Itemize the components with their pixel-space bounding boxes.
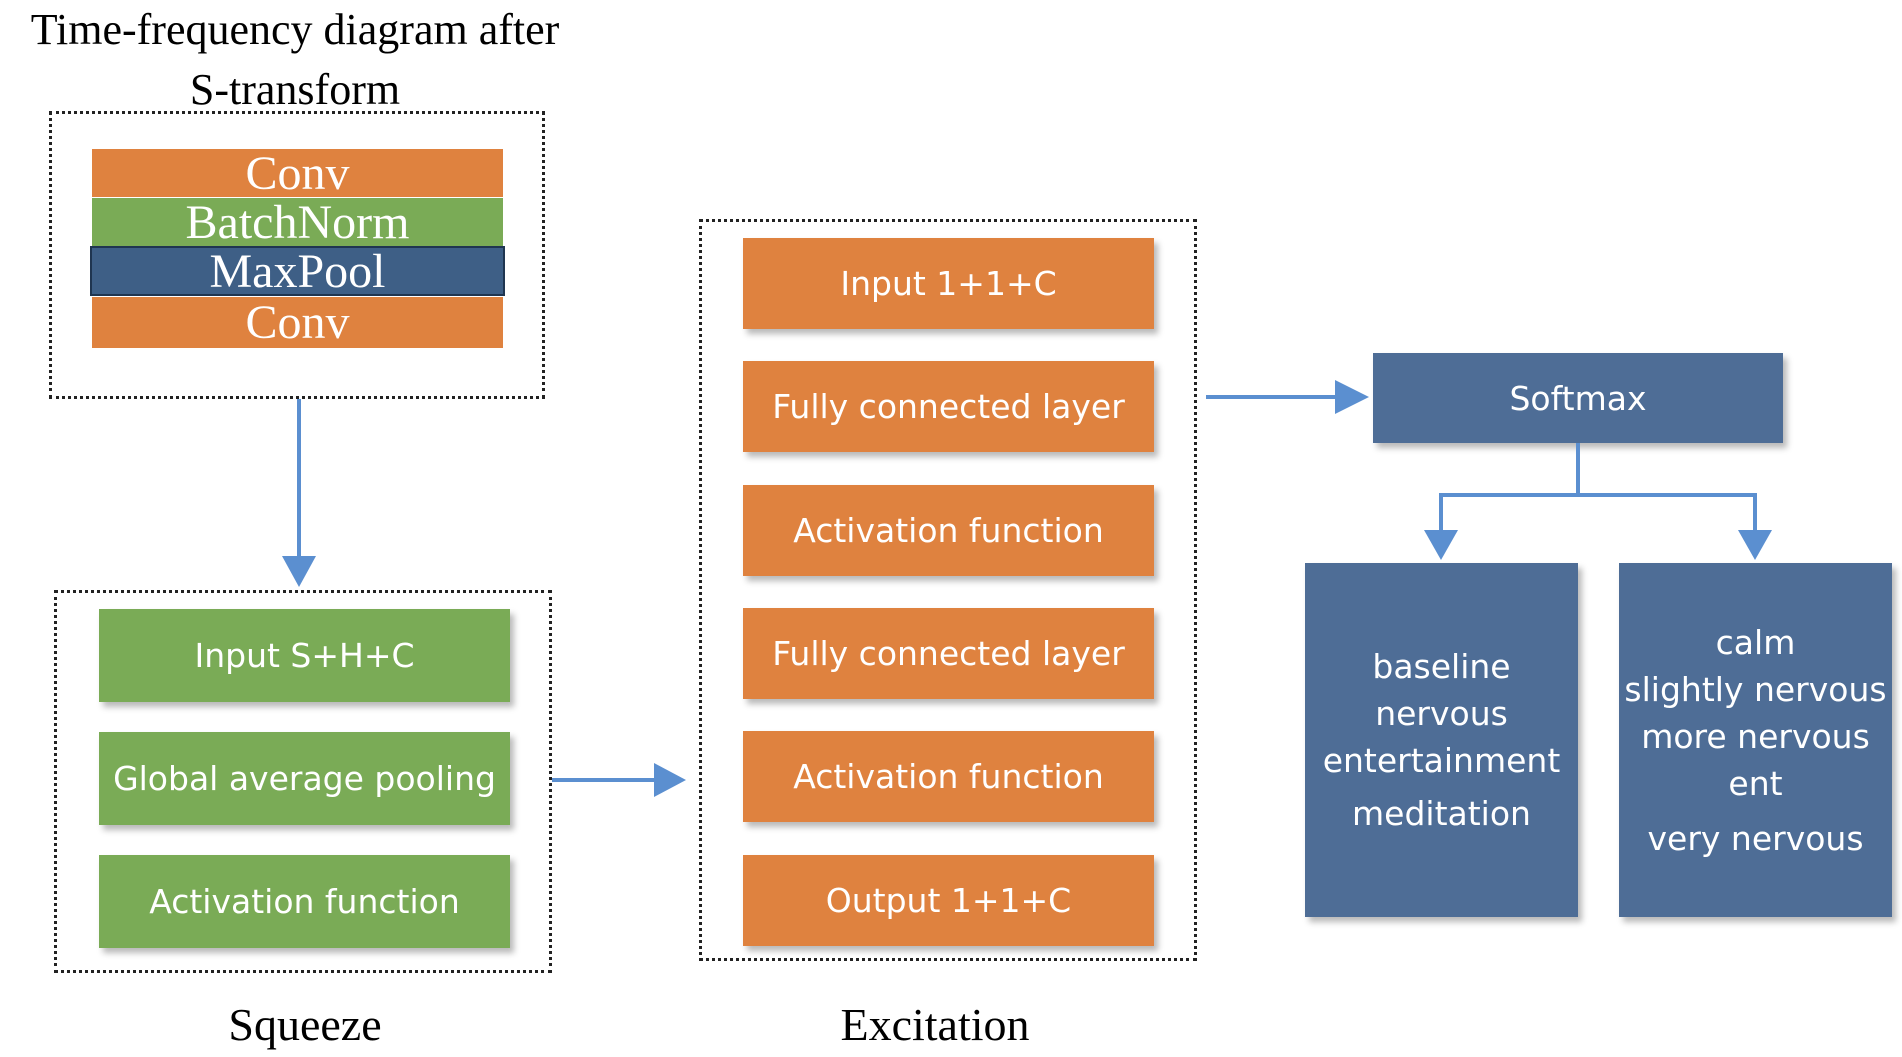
arrowhead-down-left-classes	[1424, 530, 1458, 560]
class-slightly-nervous: slightly nervous	[1624, 669, 1887, 709]
title-line-2: S-transform	[189, 65, 401, 114]
class-very-nervous: very nervous	[1647, 818, 1864, 858]
class-entertainment: entertainment	[1322, 741, 1561, 780]
conv-stack-group	[49, 111, 545, 399]
class-calm: calm	[1715, 622, 1796, 662]
maxpool-block: MaxPool	[90, 245, 505, 298]
class-nervous: nervous	[1375, 694, 1508, 733]
arrowhead-right-softmax	[1335, 380, 1369, 414]
batchnorm-block: BatchNorm	[92, 196, 503, 249]
softmax-block: Softmax	[1373, 353, 1783, 443]
excitation-activation-block-1: Activation function	[743, 485, 1154, 576]
arrowhead-right-excitation	[654, 763, 686, 797]
excitation-label: Excitation	[840, 999, 1030, 1050]
global-average-pooling-block: Global average pooling	[99, 732, 510, 825]
output-classes-left: baseline nervous entertainment meditatio…	[1305, 563, 1578, 917]
squeeze-input-block: Input S+H+C	[99, 609, 510, 702]
fully-connected-block-2: Fully connected layer	[743, 608, 1154, 699]
class-ent: ent	[1728, 763, 1783, 803]
output-classes-right: calm slightly nervous more nervous ent v…	[1619, 563, 1892, 917]
class-baseline: baseline	[1372, 647, 1511, 686]
arrow-softmax-branch-right	[1578, 493, 1757, 530]
arrow-softmax-branch	[1439, 443, 1580, 530]
excitation-output-block: Output 1+1+C	[743, 855, 1154, 946]
class-meditation: meditation	[1352, 794, 1531, 833]
squeeze-activation-block: Activation function	[99, 855, 510, 948]
arrowhead-down-squeeze	[282, 556, 316, 587]
excitation-input-block: Input 1+1+C	[743, 238, 1154, 329]
class-more-nervous: more nervous	[1641, 716, 1870, 756]
conv-block-bottom: Conv	[92, 296, 503, 349]
diagram-title: Time-frequency diagram after S-transform	[0, 0, 590, 120]
squeeze-label: Squeeze	[228, 999, 382, 1050]
arrowhead-down-right-classes	[1738, 530, 1772, 560]
excitation-group	[699, 219, 1197, 961]
conv-block-top: Conv	[92, 147, 503, 200]
fully-connected-block-1: Fully connected layer	[743, 361, 1154, 452]
excitation-activation-block-2: Activation function	[743, 731, 1154, 822]
title-line-1: Time-frequency diagram after	[30, 5, 560, 54]
squeeze-group	[54, 590, 552, 973]
